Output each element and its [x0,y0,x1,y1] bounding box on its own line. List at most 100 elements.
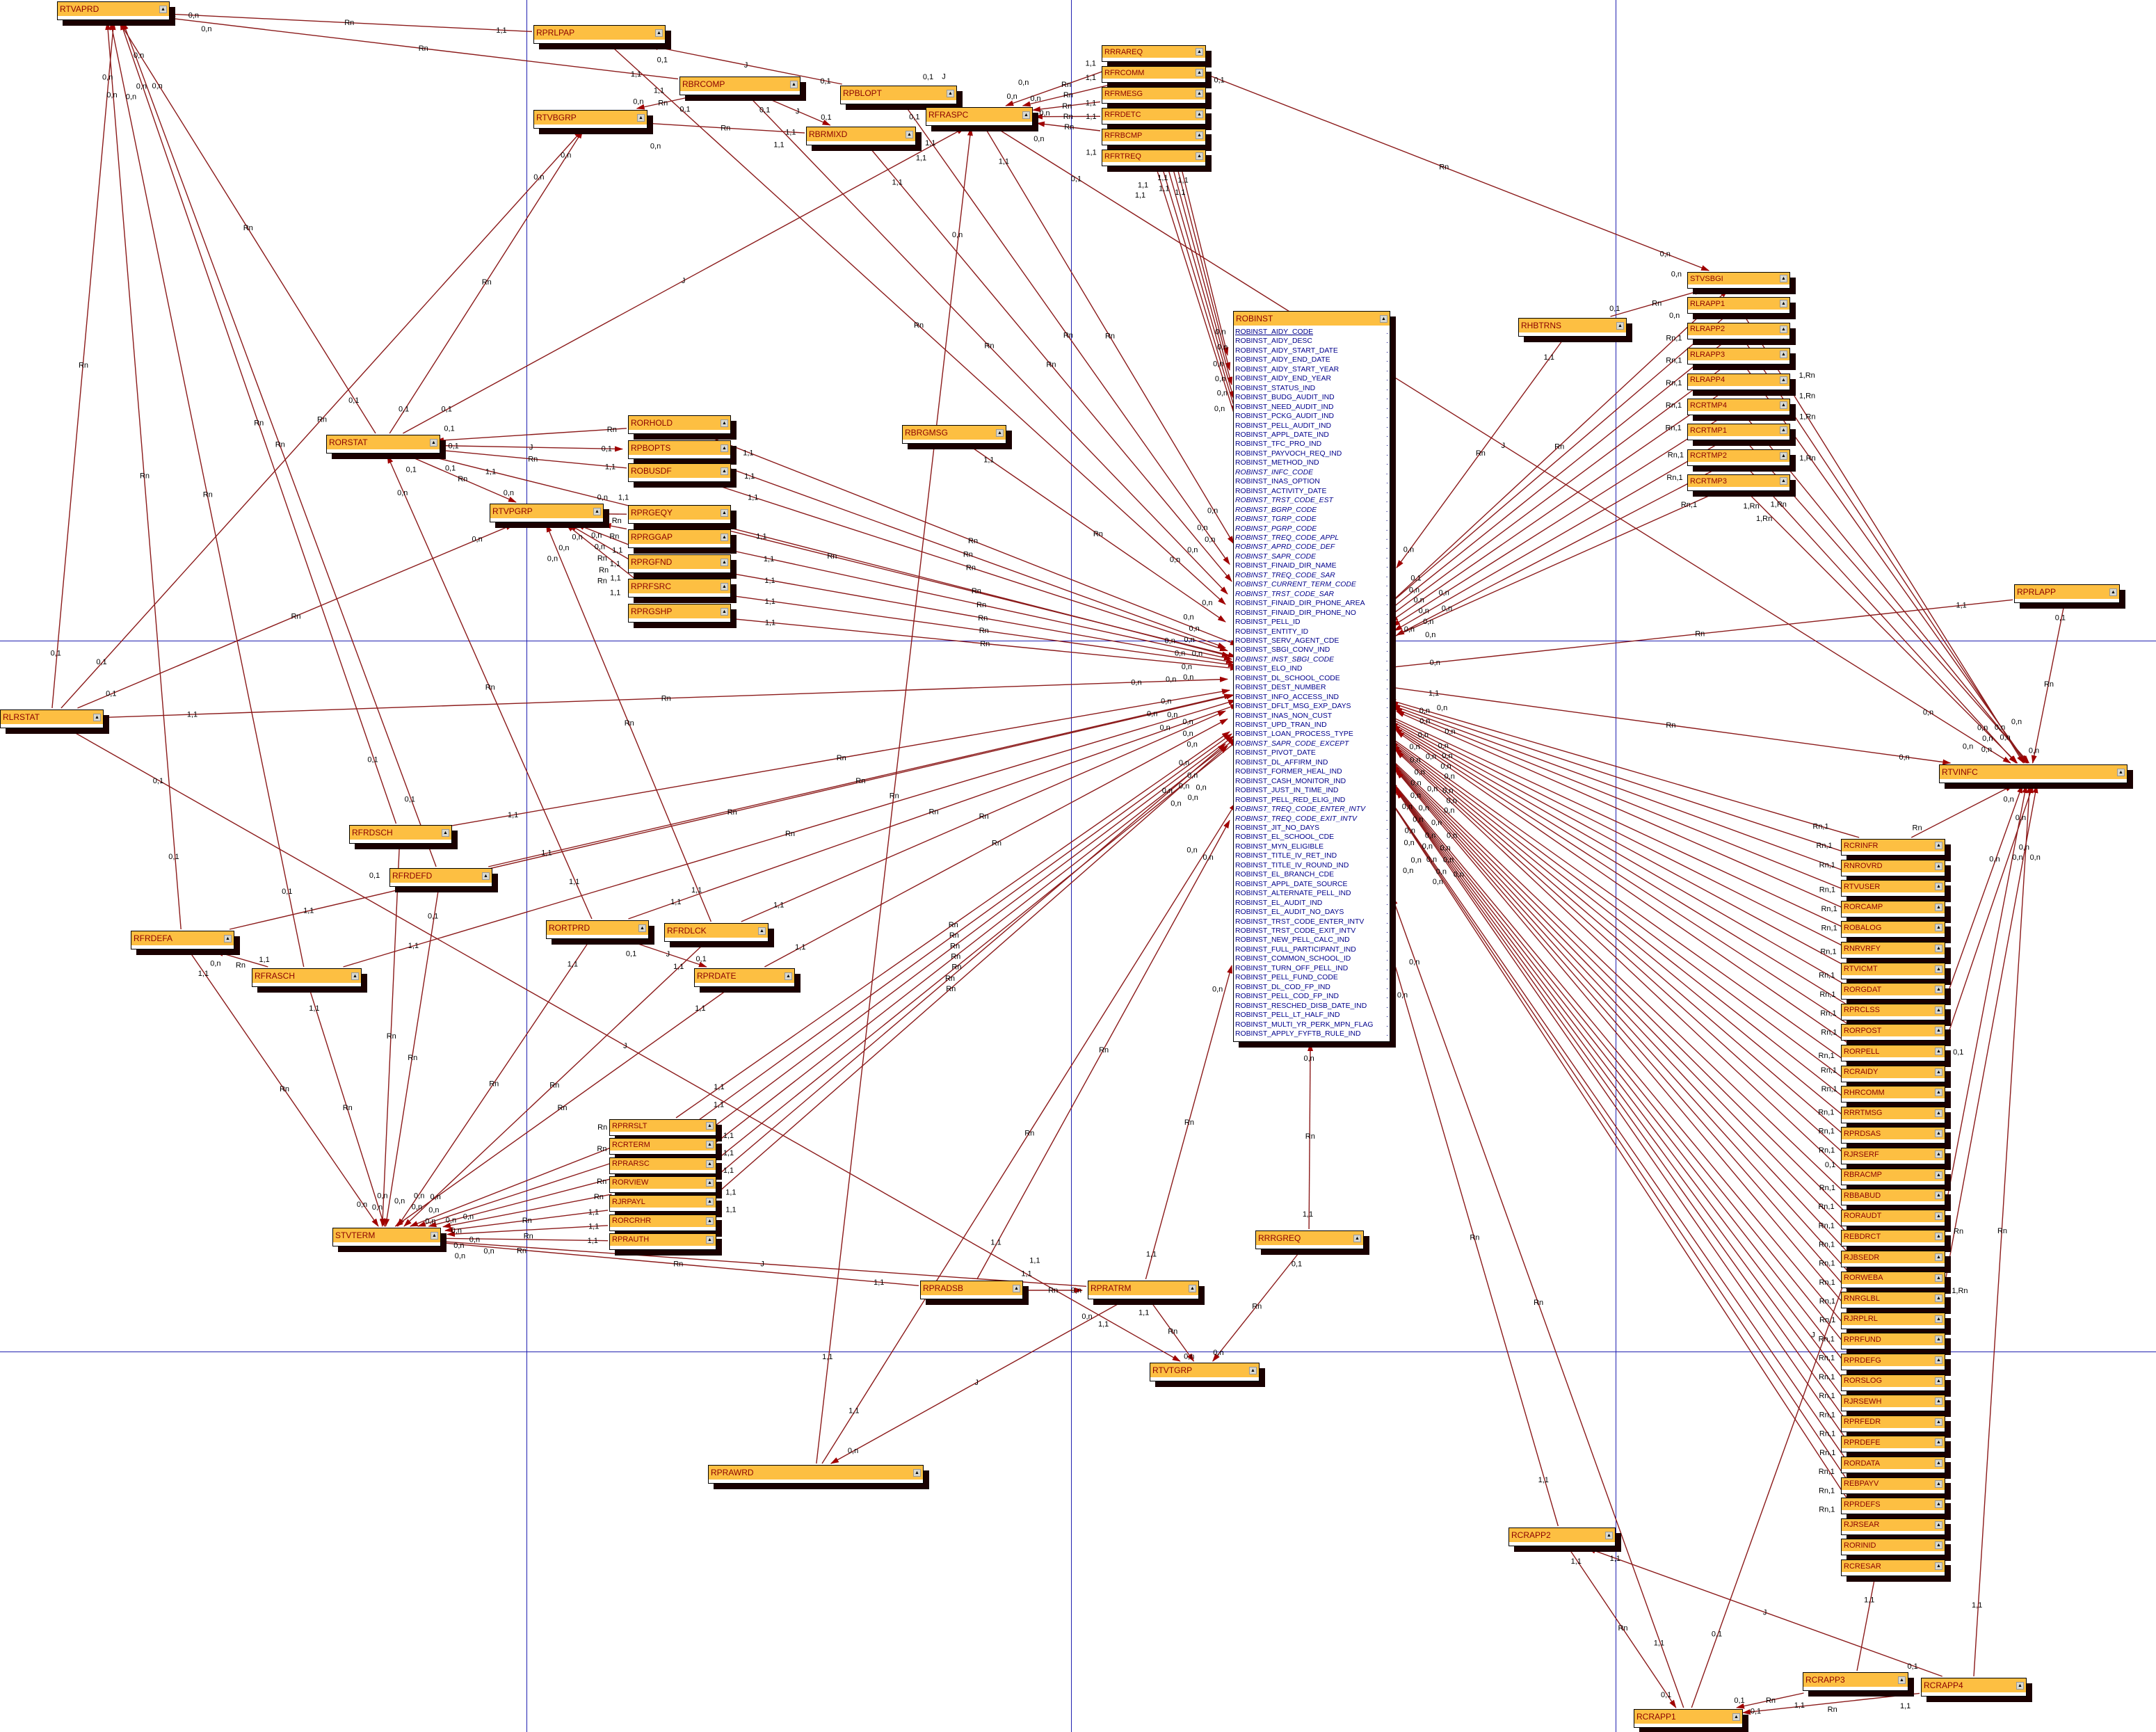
entity-rtvuser[interactable]: RTVUSER▲ [1841,880,1945,897]
relationship-line[interactable] [1396,730,1879,1065]
entity-rorinid[interactable]: RORINID▲ [1841,1539,1945,1556]
entity-rtvinfc[interactable]: RTVINFC▲ [1939,764,2127,783]
attribute-row[interactable]: ROBINST_BUDG_AUDIT_IND. [1235,393,1388,402]
relationship-line[interactable] [309,988,385,1227]
relationship-line[interactable] [451,689,1230,826]
entity-rbrgmsg[interactable]: RBRGMSG▲ [902,425,1006,444]
entity-header[interactable]: RPRARSC▲ [610,1157,716,1170]
entity-header[interactable]: RPRRSLT▲ [610,1120,716,1132]
attribute-row[interactable]: ROBINST_PELL_LT_HALF_IND. [1235,1011,1388,1020]
entity-rtvaprd[interactable]: RTVAPRD▲ [57,1,170,20]
entity-header[interactable]: RORWEBA▲ [1842,1272,1945,1284]
entity-rbrcomp[interactable]: RBRCOMP▲ [679,77,801,95]
collapse-toggle-icon[interactable]: ▲ [1935,1192,1942,1200]
attribute-row[interactable]: ROBINST_DL_COD_FP_IND. [1235,983,1388,992]
attribute-row[interactable]: ROBINST_SAPR_CODE. [1235,552,1388,561]
collapse-toggle-icon[interactable]: ▲ [706,1217,714,1225]
relationship-line[interactable] [417,1155,633,1227]
entity-header[interactable]: RORSTAT▲ [327,435,440,449]
relationship-line[interactable] [1383,790,1886,1518]
collapse-toggle-icon[interactable]: ▲ [159,5,167,13]
entity-header[interactable]: RCRAPP1▲ [1634,1710,1742,1724]
relationship-line[interactable] [628,703,1239,920]
collapse-toggle-icon[interactable]: ▲ [1935,1027,1942,1035]
relationship-line[interactable] [709,460,1226,648]
entity-rprgeqy[interactable]: RPRGEQY▲ [628,505,731,524]
collapse-toggle-icon[interactable]: ▲ [1013,1284,1020,1292]
entity-rjrplrl[interactable]: RJRPLRL▲ [1841,1312,1945,1329]
entity-rcrtmp2[interactable]: RCRTMP2▲ [1687,449,1790,466]
relationship-line[interactable] [1396,338,1564,569]
entity-header[interactable]: RCRINFR▲ [1842,840,1945,851]
relationship-line[interactable] [629,940,707,968]
collapse-toggle-icon[interactable]: ▲ [790,80,798,88]
relationship-line[interactable] [1856,785,2028,1671]
collapse-toggle-icon[interactable]: ▲ [1935,1459,1942,1467]
relationship-line[interactable] [1383,492,1716,642]
entity-header[interactable]: RORVIEW▲ [610,1176,716,1189]
entity-header[interactable]: RPRDEFS▲ [1842,1498,1945,1511]
attribute-row[interactable]: ROBINST_INAS_OPTION. [1235,477,1388,486]
entity-rtvicmt[interactable]: RTVICMT▲ [1841,962,1945,979]
relationship-line[interactable] [675,731,1230,1118]
entity-header[interactable]: RBRMIXD▲ [807,127,915,141]
entity-header[interactable]: RCRAPP2▲ [1509,1528,1615,1542]
entity-header[interactable]: RPRDEFG▲ [1842,1354,1945,1366]
collapse-toggle-icon[interactable]: ▲ [721,419,728,427]
entity-rfrdlck[interactable]: RFRDLCK▲ [664,923,769,942]
relationship-line[interactable] [188,951,379,1227]
collapse-toggle-icon[interactable]: ▲ [430,438,437,447]
entity-header[interactable]: RCRTERM▲ [610,1139,716,1151]
entity-header[interactable]: RPBOPTS▲ [629,441,730,455]
relationship-line[interactable] [120,22,397,824]
entity-rbrmixd[interactable]: RBRMIXD▲ [806,127,916,145]
relationship-line[interactable] [1396,770,1885,1353]
collapse-toggle-icon[interactable]: ▲ [721,508,728,517]
collapse-toggle-icon[interactable]: ▲ [1196,131,1203,139]
relationship-line[interactable] [1387,796,1887,1559]
entity-header[interactable]: RFRBCMP▲ [1102,129,1205,141]
relationship-line[interactable] [674,737,1237,1176]
collapse-toggle-icon[interactable]: ▲ [906,130,913,138]
relationship-line[interactable] [905,106,1230,566]
relationship-line[interactable] [1390,289,1728,604]
entity-header[interactable]: RORCAMP▲ [1842,901,1945,913]
entity-header[interactable]: RPRDATE▲ [695,969,794,983]
entity-header[interactable]: RPRAUTH▲ [610,1233,716,1246]
relationship-line[interactable] [1392,744,1882,1168]
entity-rorcrhr[interactable]: RORCRHR▲ [609,1214,716,1231]
relationship-line[interactable] [1390,721,1876,1003]
entity-rcrapp2[interactable]: RCRAPP2▲ [1509,1527,1616,1546]
collapse-toggle-icon[interactable]: ▲ [593,507,601,515]
entity-header[interactable]: RPRLPAP▲ [534,26,665,40]
entity-robusdf[interactable]: ROBUSDF▲ [628,463,731,482]
collapse-toggle-icon[interactable]: ▲ [1780,376,1787,384]
entity-rjbsedr[interactable]: RJBSEDR▲ [1841,1251,1945,1267]
collapse-toggle-icon[interactable]: ▲ [1935,1397,1942,1406]
entity-rorpost[interactable]: RORPOST▲ [1841,1024,1945,1041]
collapse-toggle-icon[interactable]: ▲ [1935,1130,1942,1138]
relationship-line[interactable] [1387,738,1881,1126]
collapse-toggle-icon[interactable]: ▲ [1935,1171,1942,1179]
entity-rfrdsch[interactable]: RFRDSCH▲ [349,825,452,844]
entity-header[interactable]: RFRDSCH▲ [350,826,451,840]
collapse-toggle-icon[interactable]: ▲ [1935,1212,1942,1220]
entity-rpradsb[interactable]: RPRADSB▲ [920,1281,1023,1299]
entity-header[interactable]: RPRLAPP▲ [2015,585,2119,599]
entity-header[interactable]: RFRDEFD▲ [390,869,492,883]
attribute-row[interactable]: ROBINST_PAYVOCH_REQ_IND. [1235,449,1388,458]
entity-header[interactable]: RJRPAYL▲ [610,1196,716,1208]
collapse-toggle-icon[interactable]: ▲ [947,89,954,97]
entity-rcresar[interactable]: RCRESAR▲ [1841,1559,1945,1576]
entity-rprfsrc[interactable]: RPRFSRC▲ [628,579,731,598]
attribute-row[interactable]: ROBINST_DFLT_MSG_EXP_DAYS. [1235,702,1388,711]
entity-header[interactable]: RRRTMSG▲ [1842,1107,1945,1119]
attribute-row[interactable]: ROBINST_TRST_CODE_EST. [1235,496,1388,505]
entity-header[interactable]: RTVAPRD▲ [58,2,169,16]
entity-header[interactable]: RBRCOMP▲ [680,77,800,91]
attribute-row[interactable]: ROBINST_PELL_RED_ELIG_IND. [1235,796,1388,805]
entity-rfrdefa[interactable]: RFRDEFA▲ [131,931,234,949]
relationship-line[interactable] [408,455,517,503]
entity-header[interactable]: RBRGMSG▲ [903,426,1006,440]
relationship-line[interactable] [380,845,400,1227]
